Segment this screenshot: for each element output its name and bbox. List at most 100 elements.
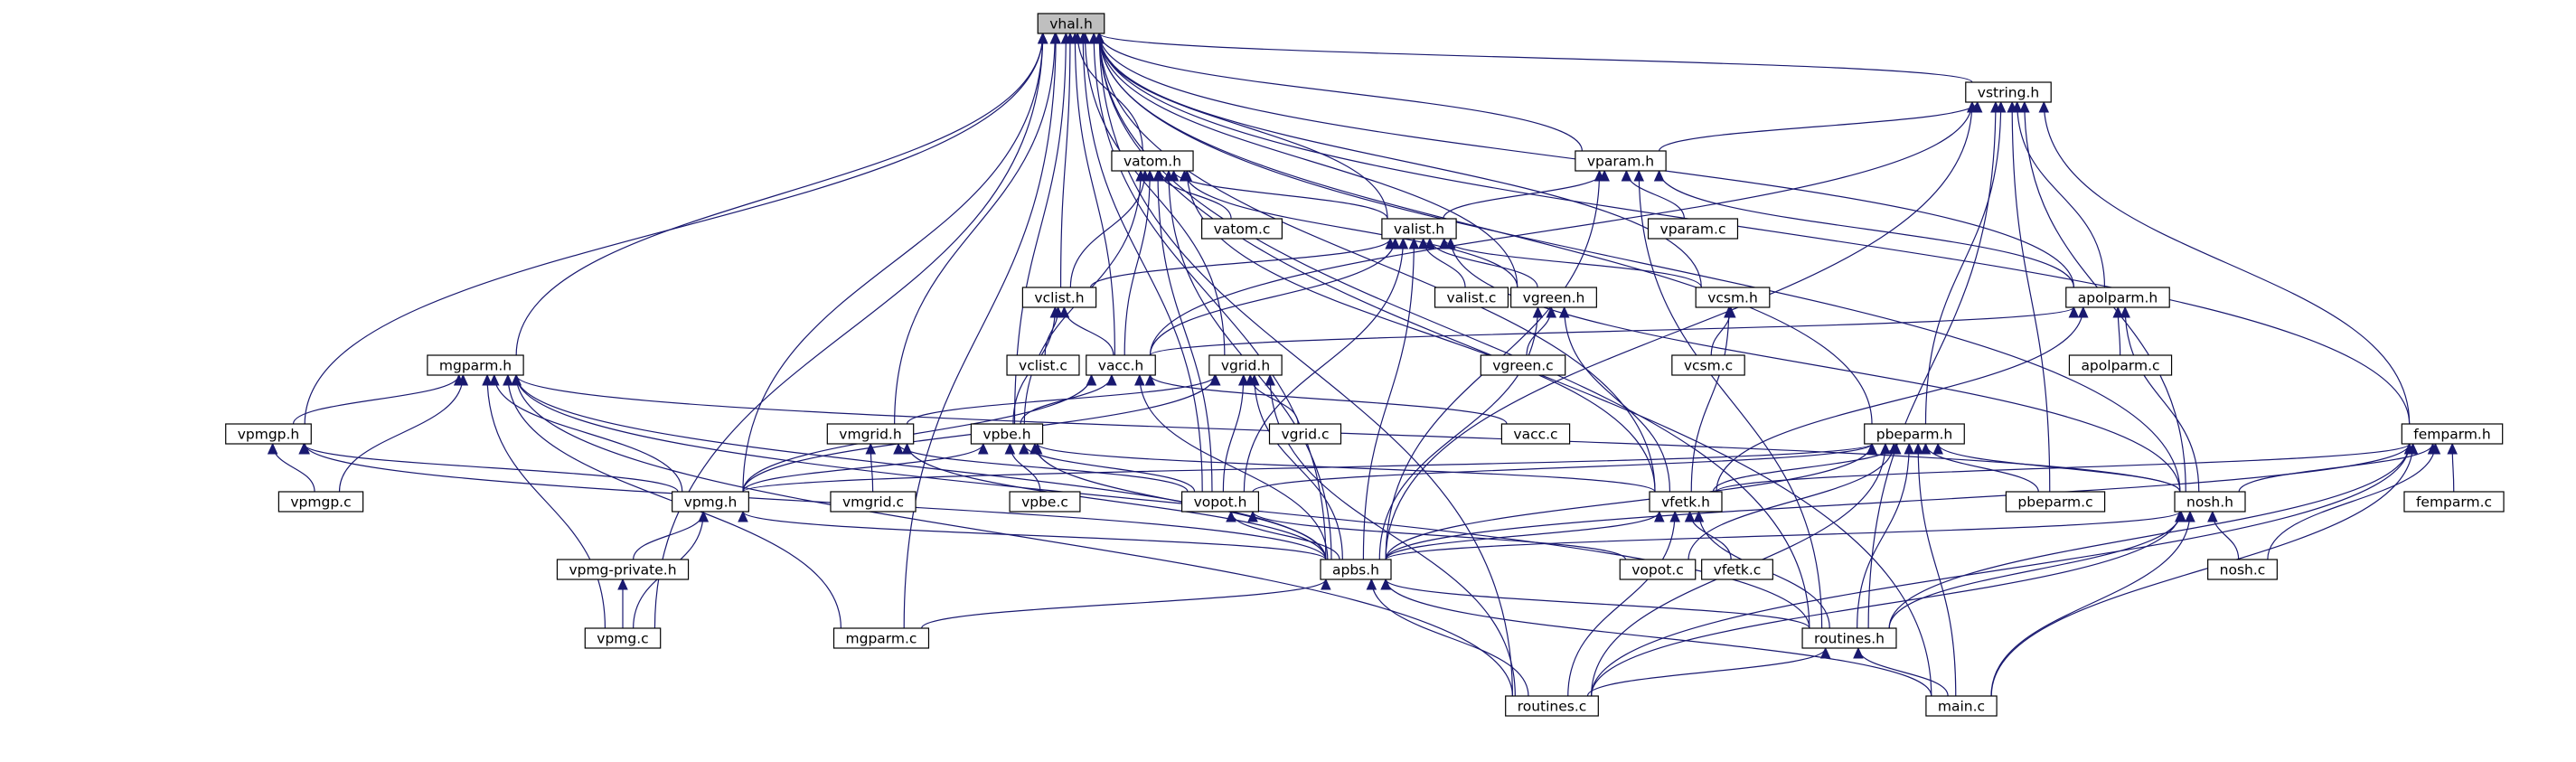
node-vgreen-c[interactable]: vgreen.c xyxy=(1480,354,1566,376)
node-label: vatom.h xyxy=(1123,154,1181,170)
node-vpmg-h[interactable]: vpmg.h xyxy=(672,491,749,513)
node-valist-h[interactable]: valist.h xyxy=(1381,218,1457,240)
edge-line xyxy=(1362,238,1415,560)
node-vclist-h[interactable]: vclist.h xyxy=(1021,287,1097,308)
node-femparm-h[interactable]: femparm.h xyxy=(2401,423,2504,445)
edge-vacc-h-to-apolparm-h xyxy=(1149,306,2080,356)
node-vopot-c[interactable]: vopot.c xyxy=(1619,559,1697,580)
node-label: vparam.c xyxy=(1660,221,1726,238)
edge-arrowhead xyxy=(2120,306,2130,318)
edge-vmgrid-c-to-vmgrid-h xyxy=(865,442,877,493)
edge-line xyxy=(515,374,2181,493)
node-pbeparm-c[interactable]: pbeparm.c xyxy=(2005,491,2106,513)
node-routines-h[interactable]: routines.h xyxy=(1801,627,1897,649)
node-vpmgp-c[interactable]: vpmgp.c xyxy=(277,491,364,513)
node-valist-c[interactable]: valist.c xyxy=(1434,287,1509,308)
edge-apbs-h-to-vpmgp-h xyxy=(299,442,1327,560)
node-vgreen-h[interactable]: vgreen.h xyxy=(1510,287,1597,308)
node-vpmg-private-h[interactable]: vpmg-private.h xyxy=(556,559,690,580)
node-apolparm-c[interactable]: apolparm.c xyxy=(2068,354,2173,376)
edge-line xyxy=(742,511,1327,560)
edge-arrowhead xyxy=(1106,373,1117,386)
node-box xyxy=(1480,354,1566,376)
edge-arrowhead xyxy=(1077,32,1088,44)
node-mgparm-h[interactable]: mgparm.h xyxy=(427,354,524,376)
node-vpmg-c[interactable]: vpmg.c xyxy=(584,627,662,649)
node-label: vgreen.c xyxy=(1492,358,1553,374)
edge-arrowhead xyxy=(1163,169,1174,182)
node-label: vfetk.c xyxy=(1714,562,1762,579)
node-vgrid-c[interactable]: vgrid.c xyxy=(1268,423,1342,445)
edge-arrowhead xyxy=(511,373,522,386)
edge-arrowhead xyxy=(1880,442,1891,455)
node-routines-c[interactable]: routines.c xyxy=(1505,695,1599,717)
node-vpbe-c[interactable]: vpbe.c xyxy=(1009,491,1081,513)
node-apolparm-h[interactable]: apolparm.h xyxy=(2065,287,2170,308)
node-vstring-h[interactable]: vstring.h xyxy=(1965,81,2052,103)
edge-line xyxy=(1023,443,1196,493)
node-vclist-c[interactable]: vclist.c xyxy=(1006,354,1080,376)
node-vparam-c[interactable]: vparam.c xyxy=(1647,218,1739,240)
edge-arrowhead xyxy=(1134,373,1145,386)
edge-line xyxy=(1867,101,1997,629)
node-apbs-h[interactable]: apbs.h xyxy=(1320,559,1392,580)
node-femparm-c[interactable]: femparm.c xyxy=(2403,491,2505,513)
node-box xyxy=(1006,354,1080,376)
node-label: femparm.c xyxy=(2416,494,2492,511)
edge-arrowhead xyxy=(977,442,989,455)
edge-arrowhead xyxy=(1932,442,1943,455)
edge-line xyxy=(338,374,464,493)
node-vhal-h[interactable]: vhal.h xyxy=(1037,13,1105,34)
edge-routines-h-to-vstring-h xyxy=(1867,100,2001,629)
node-vcsm-c[interactable]: vcsm.c xyxy=(1671,354,1745,376)
edge-line xyxy=(742,443,984,493)
edge-vacc-h-to-vclist-h xyxy=(1058,306,1114,356)
node-pbeparm-h[interactable]: pbeparm.h xyxy=(1864,423,1965,445)
edge-arrowhead xyxy=(1990,100,2001,113)
node-vfetk-h[interactable]: vfetk.h xyxy=(1649,491,1723,513)
node-vfetk-c[interactable]: vfetk.c xyxy=(1701,559,1773,580)
edge-line xyxy=(1252,443,1873,493)
edge-line xyxy=(1378,306,1539,560)
node-vacc-h[interactable]: vacc.h xyxy=(1086,354,1156,376)
node-nosh-c[interactable]: nosh.c xyxy=(2207,559,2278,580)
edge-arrowhead xyxy=(1086,373,1097,386)
node-vparam-h[interactable]: vparam.h xyxy=(1575,150,1667,172)
edge-arrowhead xyxy=(1532,306,1544,318)
node-vatom-h[interactable]: vatom.h xyxy=(1111,150,1194,172)
node-nosh-h[interactable]: nosh.h xyxy=(2174,491,2246,513)
node-label: vacc.c xyxy=(1513,427,1557,443)
node-main-c[interactable]: main.c xyxy=(1925,695,1998,717)
node-vmgrid-h[interactable]: vmgrid.h xyxy=(826,423,915,445)
edge-line xyxy=(494,374,683,493)
edge-arrowhead xyxy=(1558,306,1570,318)
edge-line xyxy=(1034,443,1327,560)
node-label: nosh.c xyxy=(2220,562,2266,579)
edge-vpbe-c-to-vpbe-h xyxy=(1004,442,1041,493)
edge-line xyxy=(292,374,460,425)
node-vacc-c[interactable]: vacc.c xyxy=(1500,423,1571,445)
edge-line xyxy=(1059,33,1071,288)
node-vmgrid-c[interactable]: vmgrid.c xyxy=(830,491,917,513)
node-vpmgp-h[interactable]: vpmgp.h xyxy=(225,423,312,445)
edge-arrowhead xyxy=(1888,442,1900,455)
edge-vpmg-h-to-vacc-h xyxy=(742,373,1097,493)
node-vopot-h[interactable]: vopot.h xyxy=(1180,491,1260,513)
edge-line xyxy=(1063,306,1114,356)
edge-arrowhead xyxy=(1913,442,1923,455)
node-label: pbeparm.c xyxy=(2017,494,2092,511)
edge-line xyxy=(1688,443,1894,560)
node-box xyxy=(225,423,312,445)
node-mgparm-c[interactable]: mgparm.c xyxy=(832,627,930,649)
edge-arrowhead xyxy=(1920,442,1932,455)
node-vatom-c[interactable]: vatom.c xyxy=(1201,218,1283,240)
edge-femparm-h-to-vstring-h xyxy=(2038,100,2411,425)
edge-line xyxy=(304,443,1327,560)
node-vcsm-h[interactable]: vcsm.h xyxy=(1695,287,1771,308)
edge-line xyxy=(1429,238,1538,288)
node-vpbe-h[interactable]: vpbe.h xyxy=(970,423,1044,445)
edge-arrowhead xyxy=(2077,306,2089,318)
node-vgrid-h[interactable]: vgrid.h xyxy=(1208,354,1283,376)
edge-routines-h-to-vparam-h xyxy=(1633,169,1823,629)
edge-line xyxy=(2267,443,2437,560)
